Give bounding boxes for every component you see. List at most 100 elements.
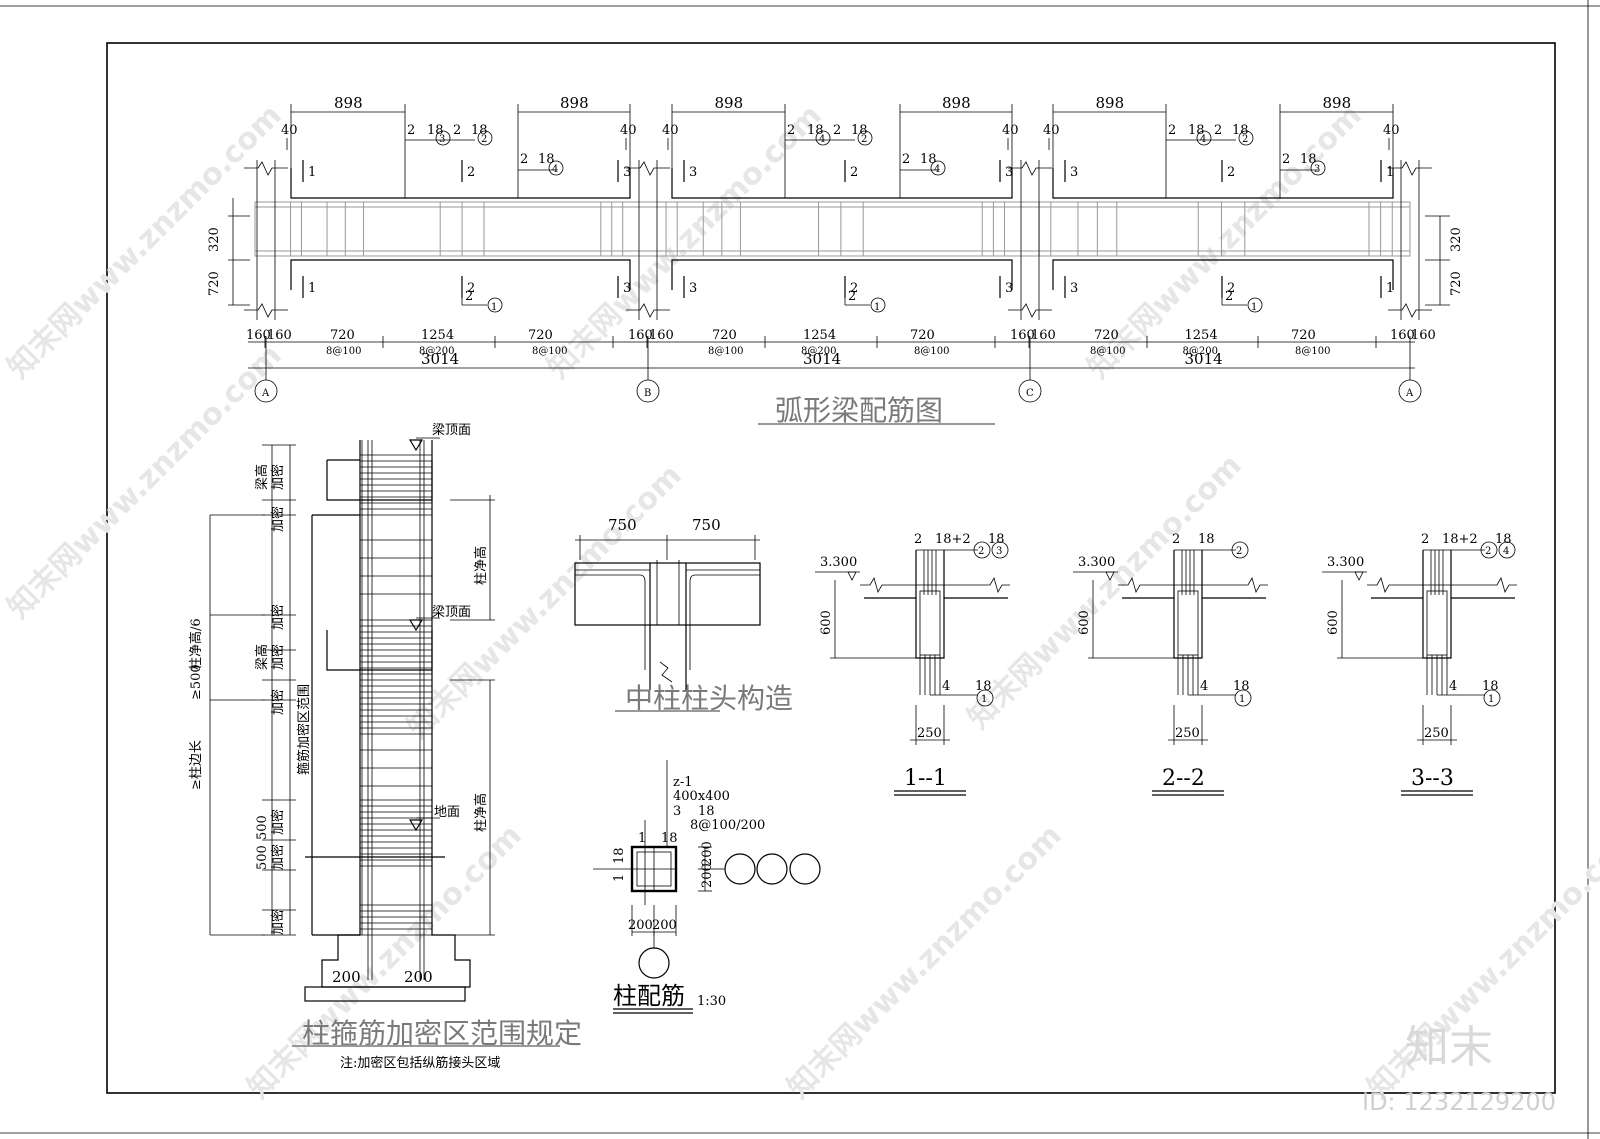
circle-callout	[435, 130, 451, 146]
slab-top	[1367, 576, 1517, 594]
arc-beam-drawing: 8984011898403389840338984033898403389840…	[207, 94, 1464, 427]
axis-label: A	[1405, 388, 1414, 399]
bar-count: 2	[453, 123, 461, 138]
elevation: 3.300	[1078, 555, 1115, 570]
bar-count: 2	[1168, 123, 1176, 138]
circle-num: 4	[1200, 134, 1206, 145]
stirrup-label: 8@100	[914, 346, 949, 357]
svg-text:知末网www.znzmo.com: 知末网www.znzmo.com	[781, 818, 1069, 1106]
callout-num: 1	[1488, 694, 1494, 705]
section-label: 1	[308, 281, 316, 296]
column-blank-circle-2	[756, 853, 788, 885]
elev-marker	[847, 571, 857, 581]
dim-1254: 1254	[803, 328, 836, 343]
bar-dia: 18	[1232, 123, 1249, 138]
callout-circle	[991, 541, 1009, 559]
circle-num: 4	[819, 134, 825, 145]
beam-outline	[1122, 597, 1266, 659]
top-dia-2: 18	[988, 532, 1005, 547]
column-break-marks	[244, 160, 1432, 320]
break-top	[244, 161, 288, 176]
break-bottom	[1008, 303, 1052, 318]
section-label: 2	[467, 165, 475, 180]
beam-top-label-1: 梁顶面	[432, 423, 471, 438]
column-size: 400x400	[673, 789, 730, 804]
dim-898: 898	[1096, 94, 1125, 112]
top-bar-callouts: 8984011898403389840338984033898403389840…	[281, 94, 1400, 313]
column-dense-zone-drawing: 梁顶面 梁顶面 地面 柱净高 柱净高 梁高 加密 加密 加密 梁高 加密 加密 …	[188, 423, 582, 1071]
dim-160: 160	[1031, 328, 1056, 343]
dim-160: 160	[628, 328, 653, 343]
dim-500-b: 500	[255, 845, 270, 870]
mid-dim-750-b: 750	[692, 516, 721, 534]
callout-circle	[1483, 689, 1501, 707]
dim-898: 898	[1323, 94, 1352, 112]
column-dim-200-c: 200	[628, 918, 653, 933]
bar-count: 2	[833, 123, 841, 138]
column-dim-200-b: 200	[700, 863, 715, 888]
dim-898: 898	[715, 94, 744, 112]
circle-num: 1	[874, 302, 880, 313]
dim-500-a: 500	[255, 815, 270, 840]
stirrup-label: 8@200	[419, 346, 454, 357]
left-dim-720: 720	[207, 271, 222, 296]
bottom-count: 4	[1449, 679, 1457, 694]
bar-count: 2	[1214, 123, 1222, 138]
circle-num: 2	[861, 134, 867, 145]
dim-160: 160	[1010, 328, 1035, 343]
dim-40: 40	[281, 123, 298, 138]
dense-8: 加密	[270, 909, 286, 935]
column-blank-circle-3	[789, 853, 821, 885]
bar-count: 2	[848, 289, 856, 304]
circle-callout	[815, 130, 831, 146]
top-count: 2	[914, 532, 922, 547]
column-zone-note: 注:加密区包括纵筋接头区域	[340, 1055, 500, 1071]
elevation: 3.300	[820, 555, 857, 570]
base-dim-200-a: 200	[332, 968, 361, 986]
callout-num: 4	[1503, 546, 1509, 557]
column-top-a: 1	[638, 831, 646, 846]
dense-7: 加密	[270, 844, 286, 870]
column-id: z-1	[673, 775, 693, 790]
bar-count: 2	[407, 123, 415, 138]
mid-column-head-drawing: 750 750 中柱柱头构造	[574, 516, 793, 715]
top-dia: 18+2	[935, 532, 971, 547]
bottom-count: 4	[942, 679, 950, 694]
circle-num: 2	[1242, 134, 1248, 145]
brand-logo: 知末	[1405, 1022, 1493, 1073]
section-label: 1	[1386, 281, 1394, 296]
circle-callout	[1310, 160, 1326, 176]
circle-callout	[1238, 130, 1254, 146]
section-label: 3	[1005, 165, 1013, 180]
bottom-dia: 18	[1233, 679, 1250, 694]
bottom-dia: 18	[1482, 679, 1499, 694]
section-label: 3	[1070, 281, 1078, 296]
stirrup	[919, 590, 941, 656]
circle-num: 3	[439, 134, 445, 145]
dim-3014: 3014	[421, 350, 459, 368]
stirrup-label: 8@100	[1090, 346, 1125, 357]
stirrup-label: 8@100	[1295, 346, 1330, 357]
dim-720: 720	[1094, 328, 1119, 343]
circle-num: 4	[552, 164, 558, 175]
beam-outline	[1371, 597, 1515, 659]
right-dim-720: 720	[1449, 271, 1464, 296]
section-label: 2	[467, 281, 475, 296]
circle-num: 4	[934, 164, 940, 175]
bar-dia: 18	[807, 123, 824, 138]
callout-num: 1	[981, 694, 987, 705]
dim-40: 40	[1002, 123, 1019, 138]
slab-top	[860, 576, 1010, 594]
width-label: 250	[1424, 726, 1449, 741]
stirrup-label: 8@100	[708, 346, 743, 357]
dense-3: 加密	[270, 604, 286, 630]
circle-callout	[1247, 297, 1263, 313]
section-label: 3	[623, 281, 631, 296]
dim-1254: 1254	[421, 328, 454, 343]
dense-4: 加密	[270, 644, 286, 670]
section-name: 2--2	[1162, 766, 1205, 791]
callout-circle	[1480, 541, 1498, 559]
bar-count: 2	[1282, 152, 1290, 167]
